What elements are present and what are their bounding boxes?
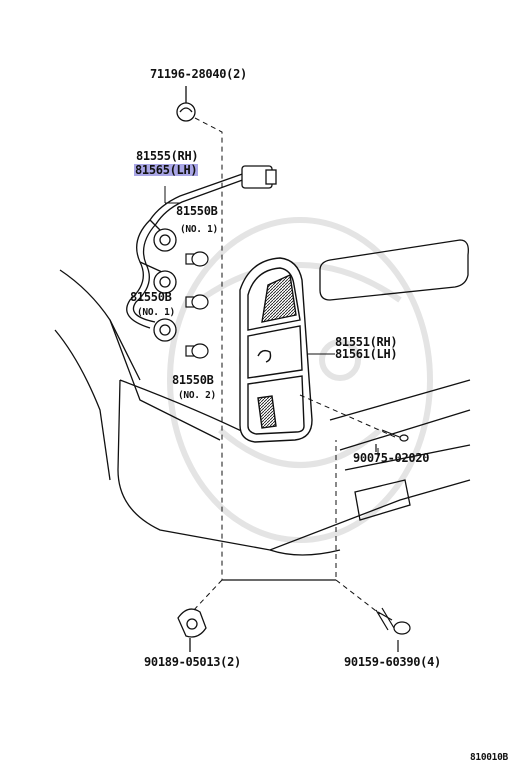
- label-screw: 90075-02020: [353, 451, 430, 465]
- label-socket-rh: 81555(RH): [136, 149, 199, 163]
- label-bulb-1-note: (NO. 1): [180, 224, 218, 235]
- diagram-id: 810010B: [470, 752, 508, 763]
- label-bulb-1: 81550B: [176, 204, 218, 218]
- label-socket-lh: 81565(LH): [134, 163, 199, 177]
- label-bulb-3-note: (NO. 2): [178, 390, 216, 401]
- label-clip-top: 71196-28040(2): [150, 67, 247, 81]
- label-bulb-2: 81550B: [130, 290, 172, 304]
- label-lamp-rh: 81551(RH): [335, 335, 398, 349]
- bottom-clip: [177, 608, 207, 652]
- label-bulb-3: 81550B: [172, 373, 214, 387]
- label-bolt: 90159-60390(4): [344, 655, 441, 669]
- socket-harness: [126, 165, 277, 329]
- label-clip-bottom: 90189-05013(2): [144, 655, 241, 669]
- bulb-group: [185, 251, 209, 359]
- tail-lamp: [239, 257, 313, 443]
- label-bulb-2-note: (NO. 1): [137, 307, 175, 318]
- screw: [375, 429, 409, 452]
- vehicle-body: [54, 239, 471, 556]
- label-lamp-lh: 81561(LH): [335, 347, 398, 361]
- mounting-bolt: [375, 607, 411, 652]
- leader-lines: [164, 186, 379, 458]
- top-clip: [176, 86, 196, 122]
- socket-group: [153, 228, 177, 342]
